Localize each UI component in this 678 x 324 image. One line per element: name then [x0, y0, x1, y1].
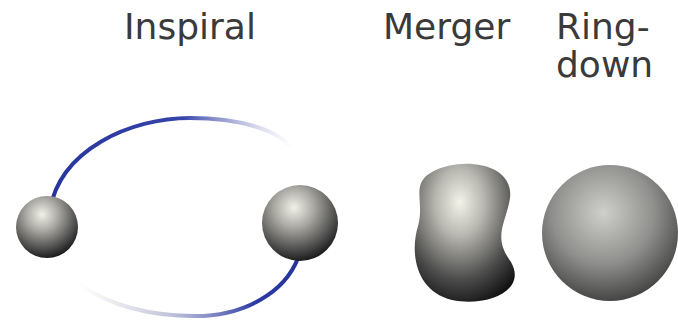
stage-label: Inspiral — [124, 8, 324, 46]
final-black-hole — [542, 165, 678, 301]
merging-black-hole — [415, 164, 515, 302]
orbit-arc — [80, 258, 298, 316]
orbit-arc — [50, 118, 292, 210]
stage-label: Merger — [383, 8, 553, 46]
stage-label: Ring- down — [556, 8, 668, 84]
black-hole — [16, 196, 78, 258]
black-hole — [262, 185, 338, 261]
